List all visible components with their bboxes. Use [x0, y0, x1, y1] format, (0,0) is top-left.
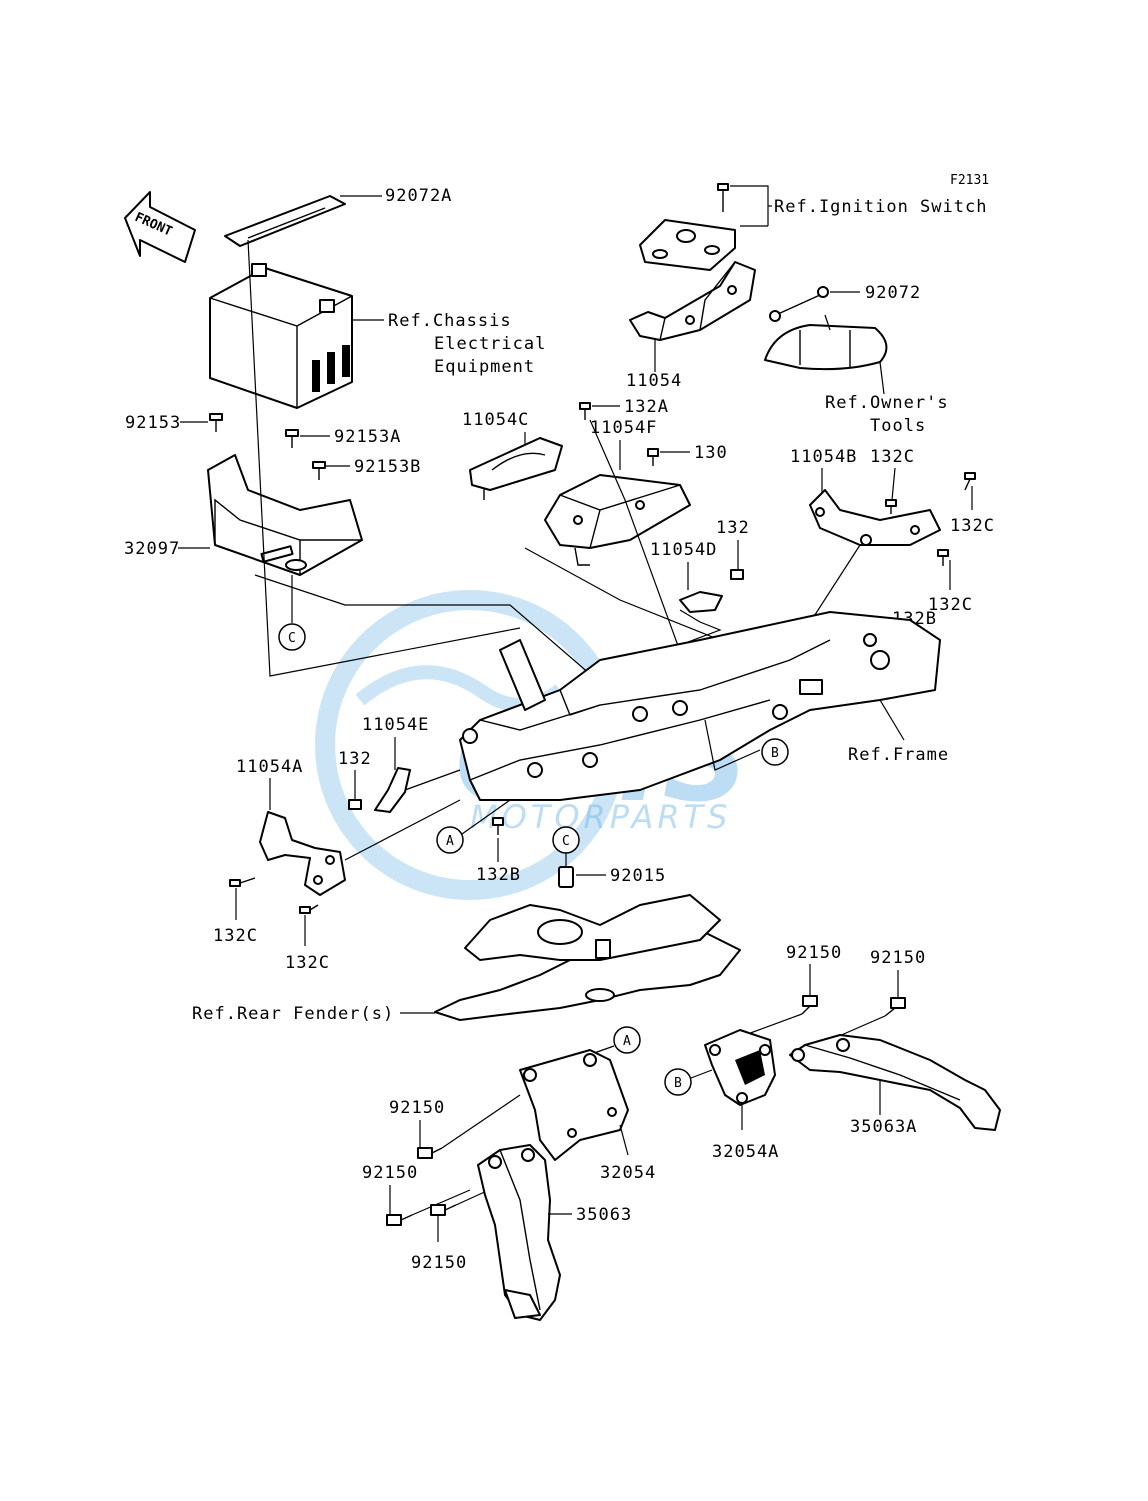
label-ref-ignition: Ref.Ignition Switch	[774, 197, 987, 217]
label-92072A: 92072A	[385, 186, 452, 206]
label-132A: 132A	[624, 397, 669, 417]
label-32054A: 32054A	[712, 1142, 779, 1162]
label-ref-rear-fender: Ref.Rear Fender(s)	[192, 1004, 394, 1024]
label-32054: 32054	[600, 1163, 656, 1183]
label-92150-e: 92150	[411, 1253, 467, 1273]
label-132C-c: 132C	[928, 595, 973, 615]
label-11054D: 11054D	[650, 540, 717, 560]
callout-a-frame	[436, 826, 464, 854]
label-11054C: 11054C	[462, 410, 529, 430]
label-35063A: 35063A	[850, 1117, 917, 1137]
bolt-132A	[579, 402, 591, 420]
bracket-11054D	[679, 591, 723, 613]
bracket-11054E	[374, 767, 411, 813]
bolt-92153	[209, 413, 223, 432]
battery-case-32097	[207, 454, 363, 576]
callout-b-frame	[761, 738, 789, 766]
bolt-92150-e	[430, 1204, 457, 1216]
bolt-92153A	[285, 429, 299, 448]
battery-strap-92072A	[224, 195, 346, 247]
label-130: 130	[694, 443, 728, 463]
label-92153B: 92153B	[354, 457, 421, 477]
callout-c1-label: C	[288, 631, 296, 646]
callout-c2-label: C	[562, 834, 570, 849]
bolt-92153B	[312, 461, 326, 480]
label-92153A: 92153A	[334, 427, 401, 447]
label-ref-chassis-3: Equipment	[434, 357, 535, 377]
callout-a-bracket	[613, 1026, 641, 1054]
label-92150-b: 92150	[870, 948, 926, 968]
label-132-b: 132	[338, 749, 372, 769]
bracket-11054	[629, 261, 756, 341]
bracket-32054	[519, 1049, 629, 1161]
label-92150-c: 92150	[389, 1098, 445, 1118]
bolt-132C-d	[229, 877, 256, 887]
label-92015: 92015	[610, 866, 666, 886]
label-ref-owners-2: Tools	[870, 416, 926, 436]
watermark-sub: MOTORPARTS	[470, 798, 731, 836]
label-132C-e: 132C	[285, 953, 330, 973]
label-132B-b: 132B	[476, 865, 521, 885]
label-11054A: 11054A	[236, 757, 303, 777]
bolt-132	[730, 569, 744, 580]
rear-fender	[434, 894, 741, 1021]
label-92072: 92072	[865, 283, 921, 303]
label-35063: 35063	[576, 1205, 632, 1225]
bracket-35063A	[789, 1034, 1001, 1131]
frame	[459, 611, 941, 801]
bolt-130	[647, 448, 659, 466]
bracket-11054B	[809, 489, 941, 546]
label-132C-b: 132C	[950, 516, 995, 536]
callout-b1-label: B	[771, 746, 779, 761]
battery	[209, 263, 353, 409]
ignition-mount	[639, 219, 736, 271]
bracket-11054A	[259, 811, 346, 896]
callout-a2-label: A	[623, 1034, 631, 1049]
label-ref-owners-1: Ref.Owner's	[825, 393, 949, 413]
label-92153: 92153	[125, 413, 181, 433]
label-11054B: 11054B	[790, 447, 857, 467]
bolt-132C-top	[885, 499, 897, 514]
label-32097: 32097	[124, 539, 180, 559]
label-ref-chassis-2: Electrical	[434, 334, 546, 354]
bolt-92150-c	[417, 1147, 443, 1159]
bolt-132C-lower	[937, 549, 949, 566]
label-132C-a: 132C	[870, 447, 915, 467]
callout-c-battery	[278, 623, 306, 651]
owners-tools	[764, 324, 888, 371]
callout-b2-label: B	[674, 1076, 682, 1091]
label-92150-a: 92150	[786, 943, 842, 963]
bolt-132C-e	[299, 904, 319, 914]
bolt-92150-a	[801, 995, 818, 1015]
callout-b-bracket	[664, 1068, 692, 1096]
label-ref-frame: Ref.Frame	[848, 745, 949, 765]
ignition-screw	[717, 183, 729, 212]
label-11054F: 11054F	[590, 418, 657, 438]
bolt-92150-b	[884, 997, 906, 1017]
bracket-11054F	[544, 474, 691, 566]
bolt-132-b	[348, 799, 362, 810]
bolt-132B-lower	[492, 817, 504, 835]
figure-code: F2131	[950, 173, 989, 188]
label-11054: 11054	[626, 371, 682, 391]
grommet-92015	[558, 866, 574, 888]
bracket-32054A	[704, 1029, 776, 1106]
label-132C-d: 132C	[213, 926, 258, 946]
tool-strap-92072	[769, 286, 829, 322]
label-11054E: 11054E	[362, 715, 429, 735]
bolt-92150-d	[386, 1214, 413, 1226]
callout-a1-label: A	[446, 834, 454, 849]
label-92150-d: 92150	[362, 1163, 418, 1183]
label-132: 132	[716, 518, 750, 538]
bracket-35063	[477, 1144, 561, 1321]
bracket-11054C	[469, 437, 563, 500]
bolt-132C-right	[964, 472, 976, 491]
front-arrow-icon: FRONT	[124, 191, 196, 263]
label-ref-chassis-1: Ref.Chassis	[388, 311, 512, 331]
